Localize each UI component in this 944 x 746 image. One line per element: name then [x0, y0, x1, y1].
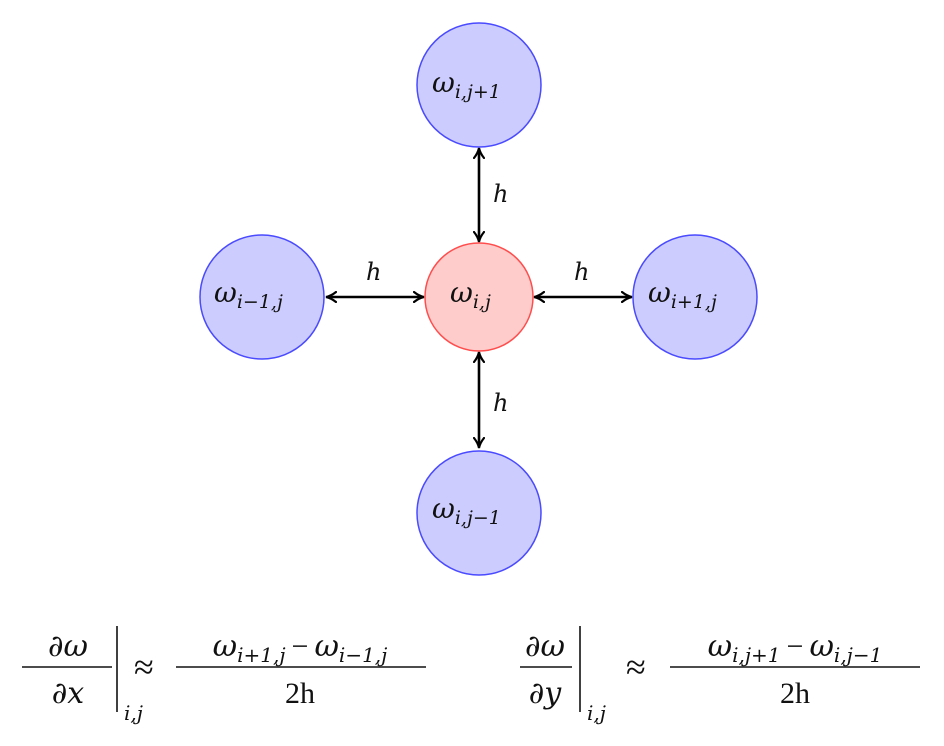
equation-dy: ∂ω ∂y i,j ≈ ωi,j+1−ωi,j−1 2h — [520, 626, 920, 725]
svg-text:∂ω: ∂ω — [525, 629, 565, 664]
node-right: ωi+1,j — [632, 234, 758, 360]
svg-text:ωi,j: ωi,j — [450, 276, 491, 313]
svg-text:∂y: ∂y — [529, 676, 563, 711]
node-left: ωi−1,j — [199, 234, 325, 360]
svg-text:ωi,j+1−ωi,j−1: ωi,j+1−ωi,j−1 — [708, 629, 883, 667]
svg-text:ωi+1,j−ωi−1,j: ωi+1,j−ωi−1,j — [213, 629, 388, 667]
spacing-label-left: h — [366, 258, 381, 286]
node-top: ωi,j+1 — [416, 22, 542, 148]
svg-text:2h: 2h — [285, 677, 315, 710]
svg-text:ωi+1,j: ωi+1,j — [648, 276, 717, 313]
spacing-label-bottom: h — [493, 389, 508, 417]
svg-text:i,j: i,j — [124, 701, 143, 725]
svg-text:i,j: i,j — [587, 701, 606, 725]
spacing-label-top: h — [493, 180, 508, 208]
node-center: ωi,j — [424, 242, 534, 352]
equation-dx: ∂ω ∂x i,j ≈ ωi+1,j−ωi−1,j 2h — [22, 626, 426, 725]
node-bottom: ωi,j−1 — [416, 450, 542, 576]
spacing-label-right: h — [574, 258, 589, 286]
svg-text:ωi,j+1: ωi,j+1 — [432, 66, 501, 103]
svg-text:≈: ≈ — [626, 647, 646, 687]
svg-text:≈: ≈ — [134, 647, 154, 687]
svg-text:∂x: ∂x — [52, 676, 85, 711]
svg-text:ωi−1,j: ωi−1,j — [214, 276, 283, 313]
svg-text:2h: 2h — [780, 677, 810, 710]
svg-text:∂ω: ∂ω — [48, 629, 88, 664]
svg-text:ωi,j−1: ωi,j−1 — [432, 492, 501, 529]
